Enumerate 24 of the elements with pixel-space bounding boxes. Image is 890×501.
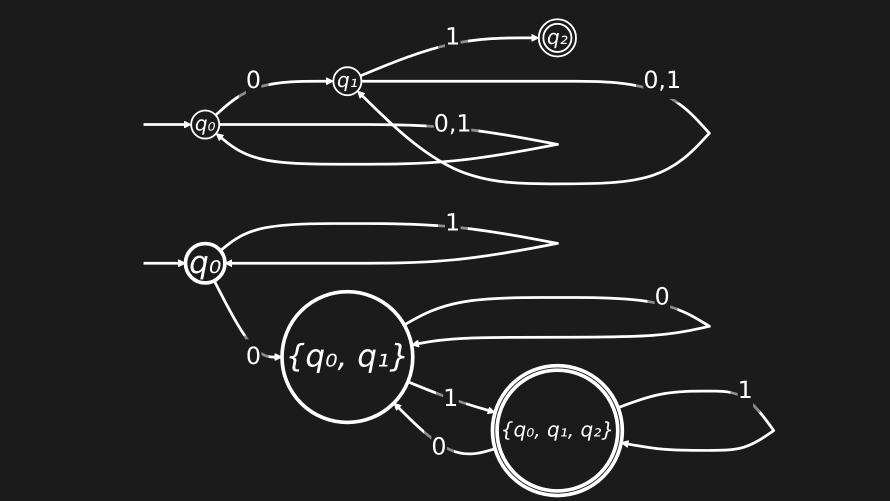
arrow	[144, 259, 186, 268]
edge-label: 0,1	[643, 67, 682, 94]
node-circle: q₀	[184, 242, 227, 285]
edge-label: 0	[246, 67, 262, 94]
arrow	[360, 34, 540, 78]
edge-label: 1	[738, 376, 753, 404]
edge-label: 0	[246, 342, 262, 370]
node-circle: q₀	[190, 110, 220, 140]
arrow	[404, 296, 711, 348]
edge-label: 1	[443, 385, 458, 412]
edge-label: 1	[445, 24, 460, 52]
edge-label: 0	[654, 283, 670, 311]
node-circle: {q₀, q₁, q₂}	[490, 364, 624, 498]
node-circle: q₂	[538, 18, 577, 58]
arrow	[220, 222, 559, 268]
arrow	[216, 123, 559, 166]
arrow	[357, 80, 711, 186]
edge-label: 1	[445, 209, 460, 237]
node-circle: {q₀, q₁}	[280, 290, 415, 424]
arrow	[144, 120, 192, 129]
node-circle: q₁	[332, 66, 362, 96]
arrow	[618, 390, 776, 452]
edge-label: 0,1	[434, 110, 472, 138]
edge-label: 0	[431, 434, 447, 461]
